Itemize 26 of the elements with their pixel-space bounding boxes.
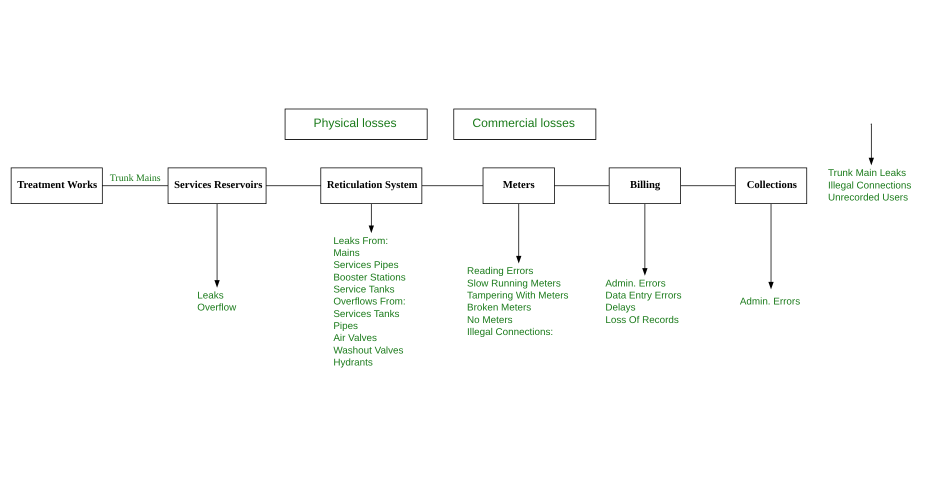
connector [266,185,321,186]
arrow [368,203,374,234]
arrow [214,203,220,288]
arrow [516,203,522,264]
node-text: Admin. Errors [740,296,800,308]
connector [554,185,610,186]
node-box: Collections [734,168,808,204]
node-box: Physical losses [284,108,428,140]
node-box: Billing [608,168,681,204]
node-box: Commercial losses [453,108,596,140]
node-text: Trunk Main Leaks Illegal Connections Unrecorded Users [828,168,912,204]
edge-label: Trunk Mains [110,172,161,184]
node-box: Meters [482,168,555,204]
connector [680,185,736,186]
connector [422,185,484,186]
node-box: Reticulation System [320,168,422,204]
node-text: Reading Errors Slow Running Meters Tampering With Meters Broken Meters No Meters Illegal Connections: [467,266,568,338]
node-box: Services Reservoirs [168,168,266,204]
arrow [642,203,648,276]
node-box: Treatment Works [10,168,103,204]
connector [102,185,168,186]
node-text: Admin. Errors Data Entry Errors Delays Loss Of Records [605,278,682,326]
node-text: Leaks From: Mains Services Pipes Booster Stations Service Tanks Overflows From: Services Tanks Pipes Air Valves Washout Valves Hydrants [333,236,406,368]
arrow [768,203,774,290]
node-text: Leaks Overflow [197,290,236,314]
arrow [868,124,874,166]
